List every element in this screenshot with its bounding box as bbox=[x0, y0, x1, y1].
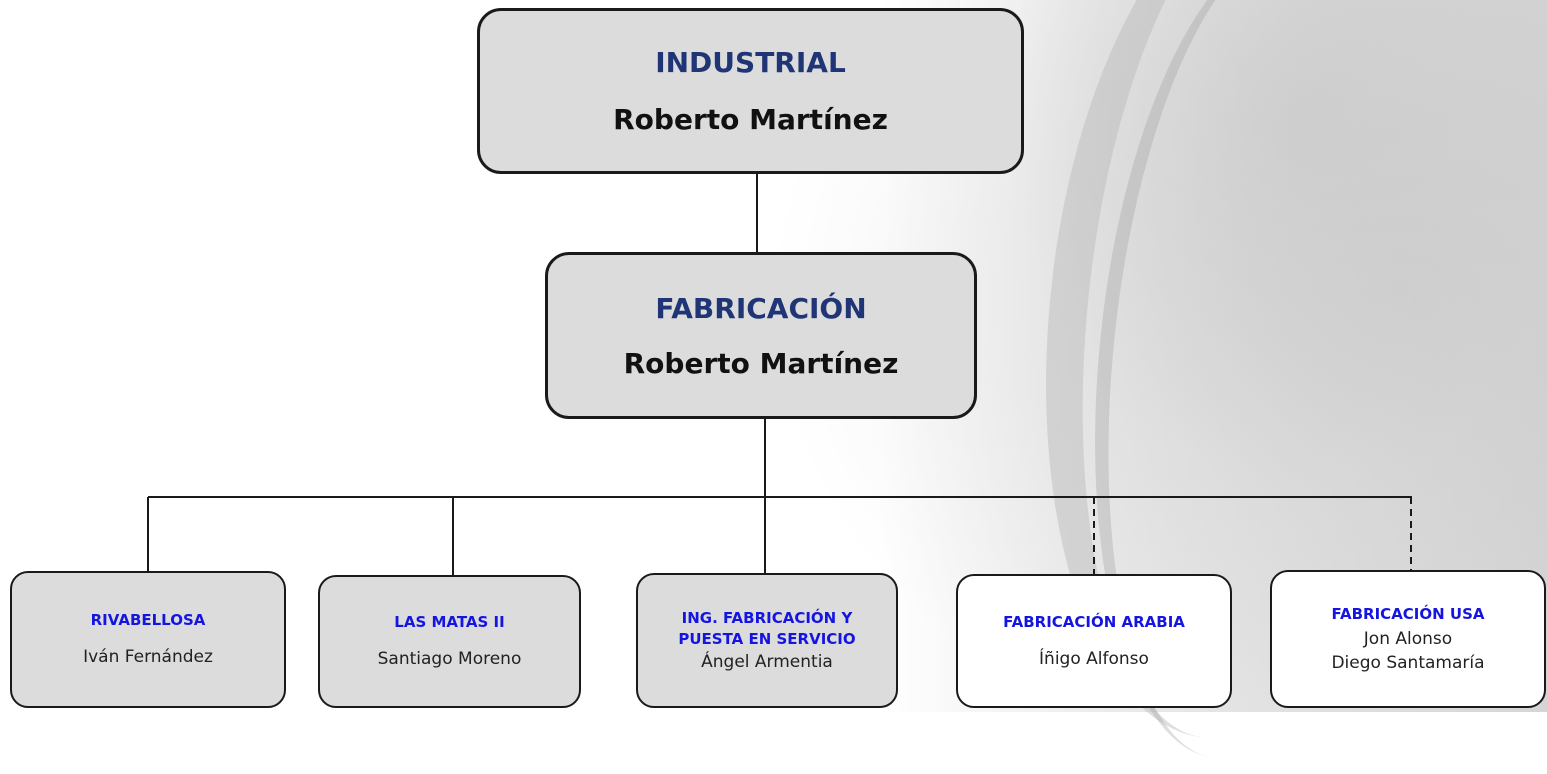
unit-title-line-2: PUESTA EN SERVICIO bbox=[678, 629, 856, 648]
manager-name: Iván Fernández bbox=[83, 647, 213, 667]
manager-name: Íñigo Alfonso bbox=[1039, 648, 1149, 669]
connector-lines bbox=[147, 172, 1412, 576]
org-box-industrial: INDUSTRIAL Roberto Martínez bbox=[477, 8, 1024, 174]
org-box-fabricacion: FABRICACIÓN Roberto Martínez bbox=[545, 252, 977, 419]
org-box-fabricacion-usa: FABRICACIÓN USA Jon Alonso Diego Santama… bbox=[1270, 570, 1546, 708]
manager-name: Santiago Moreno bbox=[377, 649, 522, 669]
org-box-ing-fabricacion: ING. FABRICACIÓN Y PUESTA EN SERVICIO Án… bbox=[636, 573, 898, 708]
org-box-rivabellosa: RIVABELLOSA Iván Fernández bbox=[10, 571, 286, 708]
manager-name-2: Diego Santamaría bbox=[1331, 652, 1485, 673]
org-box-fabricacion-arabia: FABRICACIÓN ARABIA Íñigo Alfonso bbox=[956, 574, 1232, 708]
unit-title: RIVABELLOSA bbox=[90, 611, 206, 629]
manager-name-1: Jon Alonso bbox=[1363, 628, 1453, 649]
manager-name: Roberto Martínez bbox=[623, 346, 899, 380]
unit-title: FABRICACIÓN USA bbox=[1331, 604, 1485, 623]
unit-title-line-1: ING. FABRICACIÓN Y bbox=[681, 608, 853, 627]
org-box-las-matas-ii: LAS MATAS II Santiago Moreno bbox=[318, 575, 581, 708]
unit-title: LAS MATAS II bbox=[394, 613, 505, 631]
unit-title: FABRICACIÓN bbox=[655, 291, 867, 325]
unit-title: FABRICACIÓN ARABIA bbox=[1003, 612, 1185, 631]
manager-name: Ángel Armentia bbox=[701, 651, 833, 672]
manager-name: Roberto Martínez bbox=[613, 103, 888, 136]
unit-title: INDUSTRIAL bbox=[655, 46, 846, 79]
